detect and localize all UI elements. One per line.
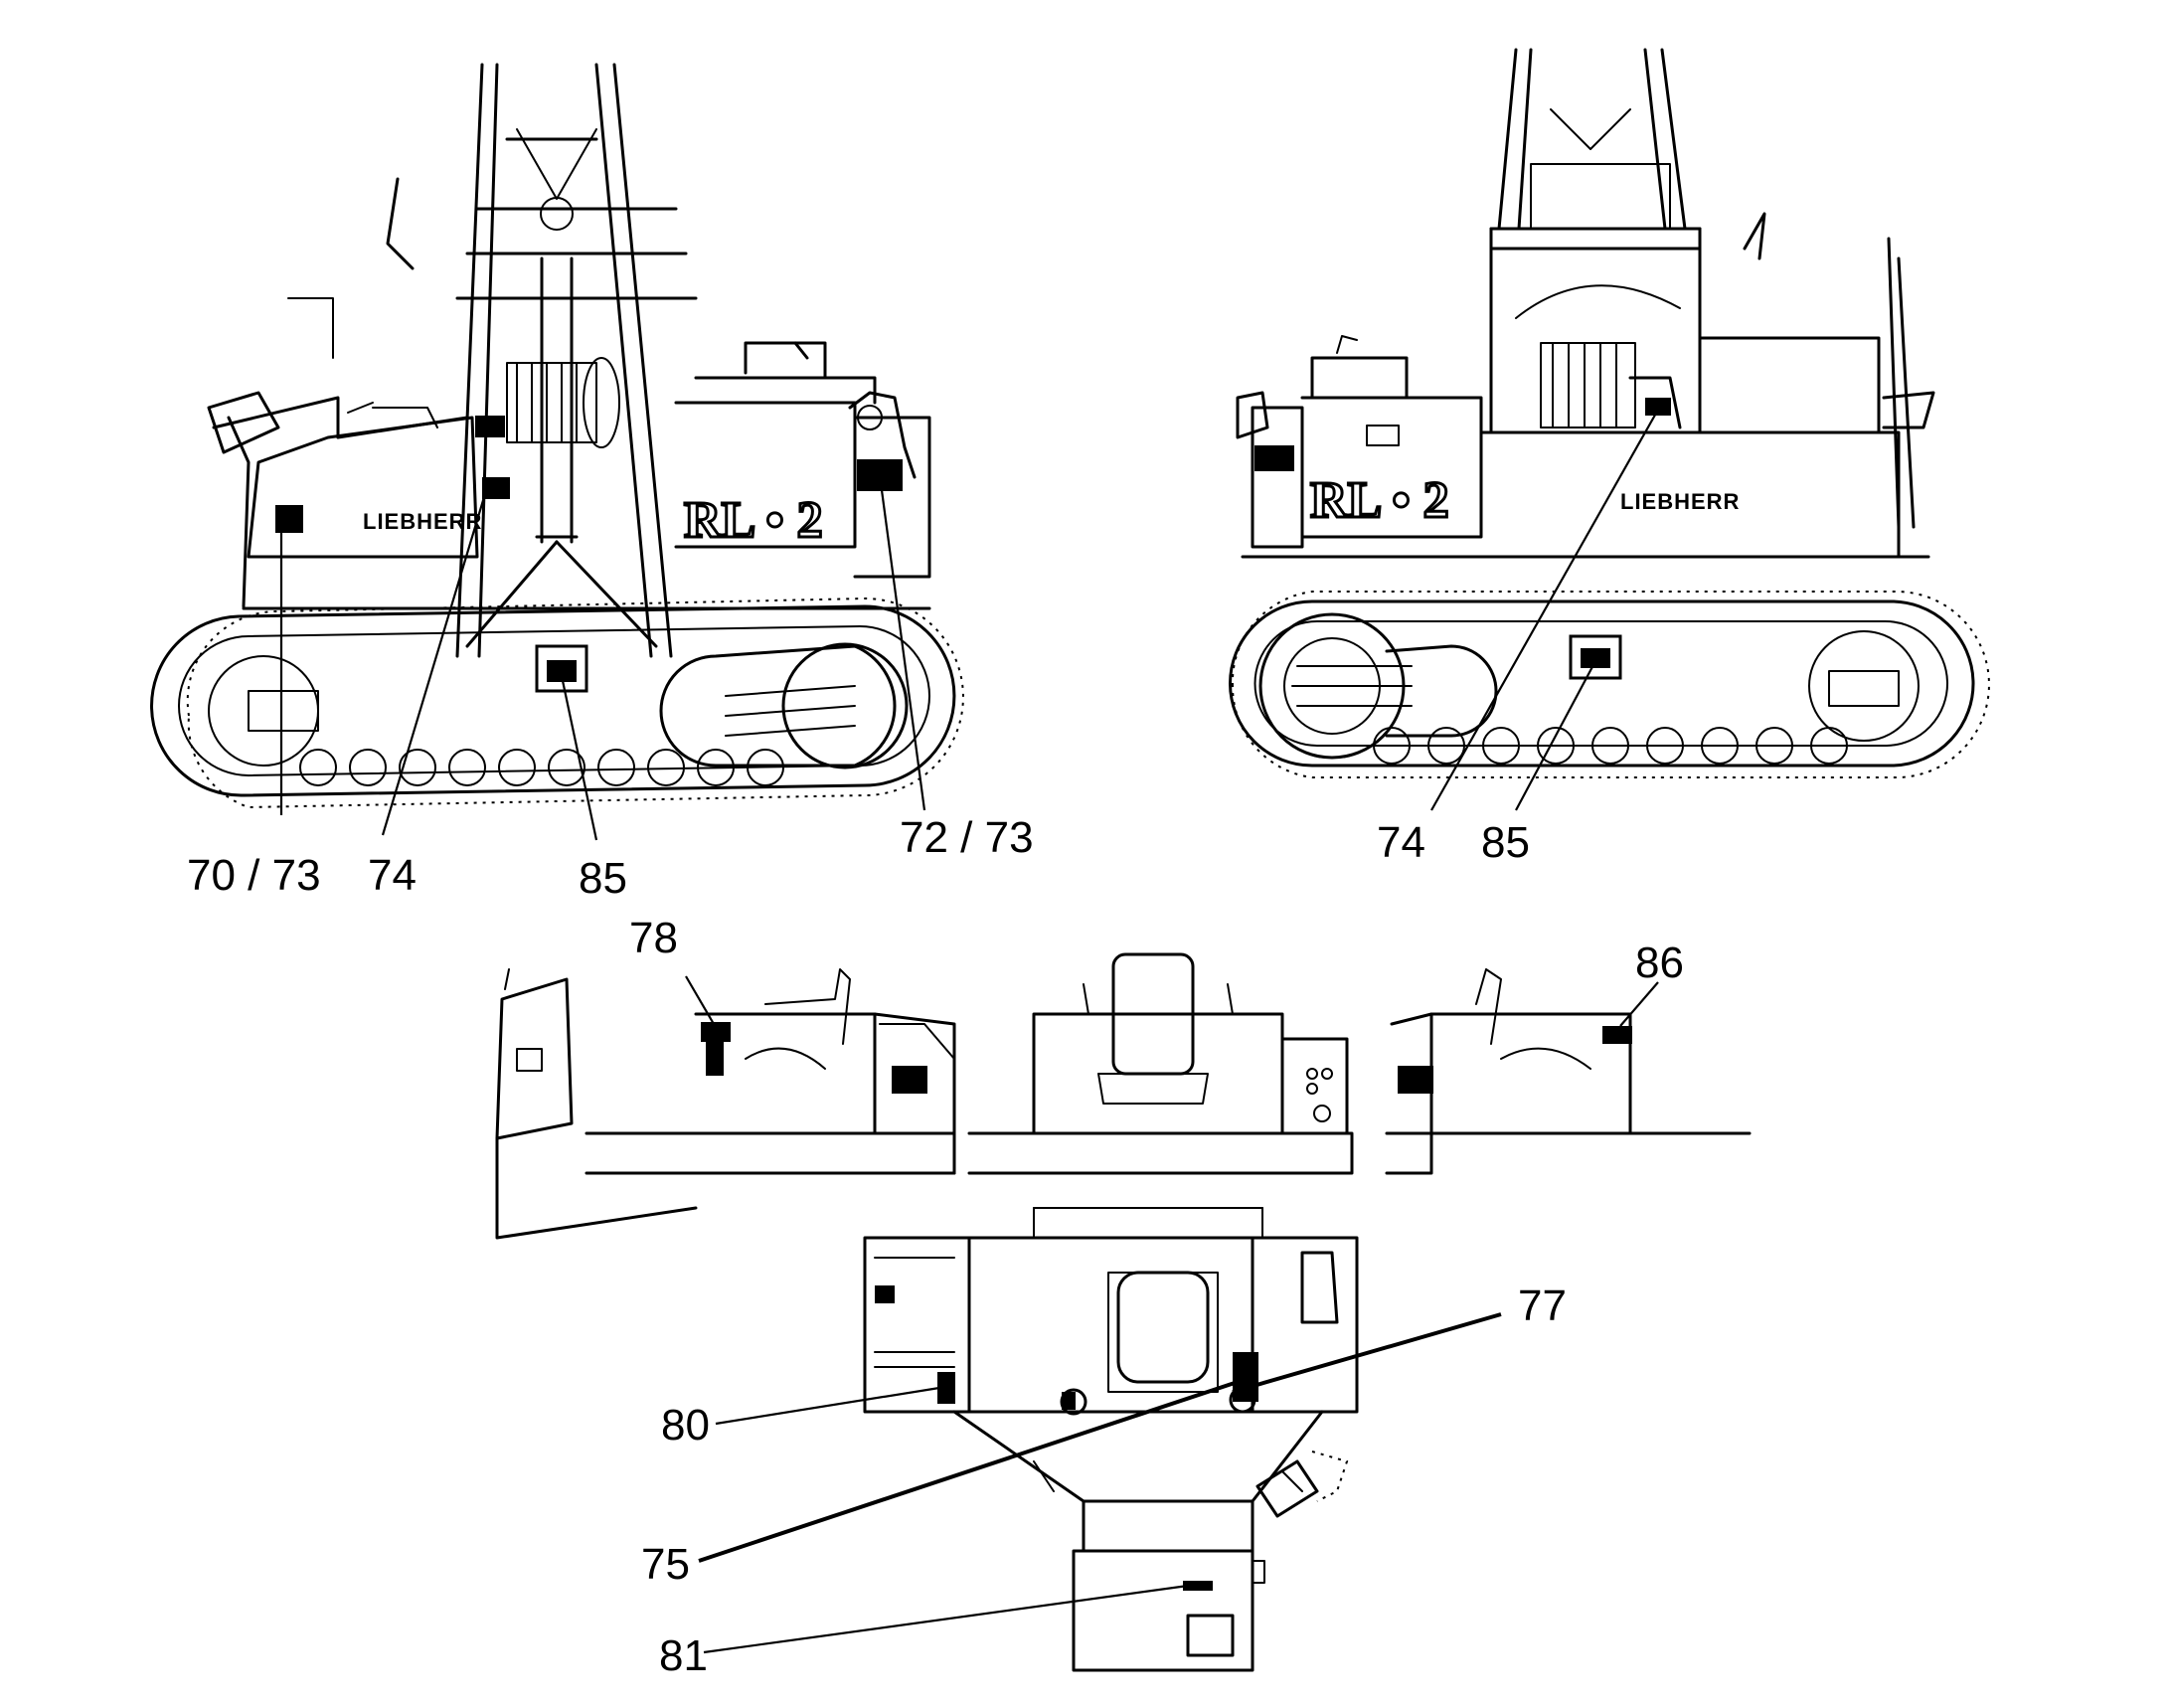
brand-label-left: LIEBHERR	[363, 509, 482, 534]
decal-74-right	[1645, 398, 1671, 416]
leader-77	[1232, 1312, 1502, 1394]
decal-right-cab	[1398, 1066, 1433, 1094]
callout-74-right: 74	[1377, 818, 1425, 867]
leader-72-73	[878, 474, 926, 811]
decal-74-upper	[475, 416, 505, 437]
plan-view	[698, 1207, 1502, 1672]
callout-labels: 70 / 73 74 85 72 / 73 74 85 78 86 77 80 …	[187, 813, 1684, 1680]
callout-72-73: 72 / 73	[900, 813, 1034, 862]
callout-86: 86	[1635, 939, 1684, 987]
cab-left-side	[585, 968, 956, 1175]
leader-80	[715, 1386, 940, 1426]
cab-rear	[967, 952, 1354, 1175]
callout-70-73: 70 / 73	[187, 851, 321, 900]
blade-profile	[495, 968, 698, 1240]
decal-left-cab	[892, 1066, 927, 1094]
cab-views	[495, 952, 1752, 1240]
decal-78	[701, 1022, 731, 1042]
decal-80	[937, 1372, 955, 1404]
leader-75	[698, 1380, 1239, 1563]
leader-78	[685, 975, 715, 1025]
leader-74-right	[1430, 409, 1659, 811]
plan-rear-hitch	[1072, 1549, 1265, 1672]
road-wheels-left	[299, 749, 784, 786]
decal-70-right	[1254, 445, 1294, 471]
decal-85-left	[547, 660, 577, 682]
callout-81: 81	[659, 1631, 708, 1680]
boom-frame-right	[1489, 48, 1916, 529]
decal-77	[1233, 1352, 1258, 1402]
callout-78: 78	[629, 914, 678, 962]
callout-85-left: 85	[579, 854, 627, 903]
decal-plan-a	[1062, 1392, 1076, 1410]
cab-right-side	[1385, 968, 1752, 1175]
brand-label-right: LIEBHERR	[1620, 489, 1740, 514]
callout-85-right: 85	[1481, 818, 1530, 867]
decal-plan-upper	[875, 1285, 895, 1303]
decal-81	[1183, 1581, 1213, 1591]
boom-frame	[455, 63, 698, 658]
callout-80: 80	[661, 1401, 710, 1450]
model-label-right: RL • 2	[1310, 472, 1449, 529]
decal-86	[1602, 1026, 1632, 1044]
callout-77: 77	[1518, 1281, 1567, 1330]
model-label-left: RL • 2	[684, 492, 823, 549]
leader-86	[1619, 981, 1659, 1027]
left-side-view: LIEBHERR RL • 2	[150, 63, 964, 841]
leader-85-left	[560, 675, 598, 841]
leader-81	[703, 1584, 1189, 1654]
leader-74-left	[381, 486, 489, 836]
right-side-view: RL • 2 LIEBHERR	[1229, 48, 1991, 811]
leader-85-right	[1515, 660, 1596, 811]
road-wheels-right	[1373, 727, 1848, 765]
decal-70-left	[275, 505, 303, 533]
callout-74-left: 74	[368, 851, 417, 900]
track-right	[1229, 590, 1991, 778]
decal-74-lower	[482, 477, 510, 499]
machine-body-right	[1236, 335, 1935, 559]
callout-75: 75	[641, 1540, 690, 1589]
track-left	[150, 597, 964, 809]
decal-85-right	[1581, 648, 1610, 668]
